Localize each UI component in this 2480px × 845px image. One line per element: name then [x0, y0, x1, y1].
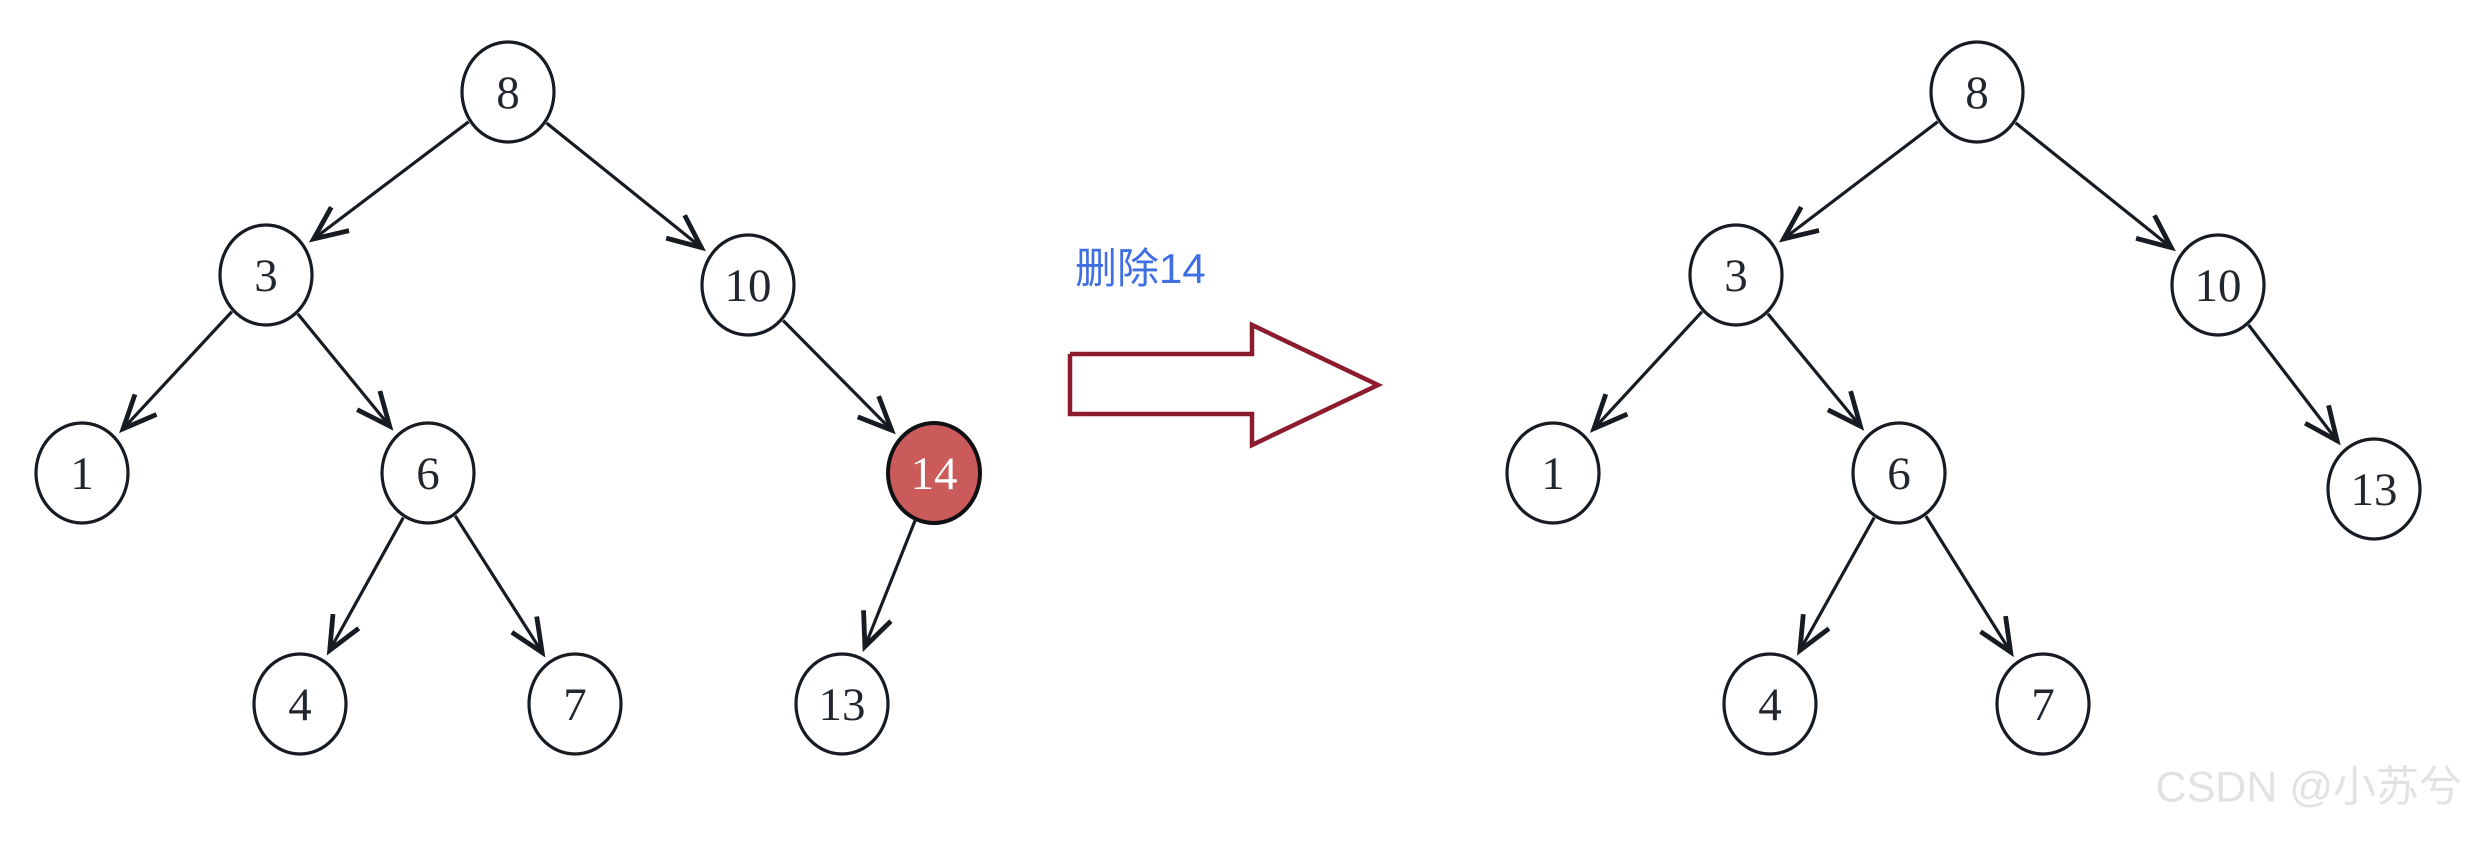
- tree-node-8: 8: [1929, 40, 2025, 144]
- node-circle: [1995, 652, 2091, 756]
- tree-nodes-before: 8 3 10 1 6 14 4 7 13: [34, 40, 982, 756]
- node-value-label: 4: [288, 679, 312, 731]
- tree-node-14: 14: [886, 421, 982, 525]
- delete-action-label: 删除14: [1075, 245, 1206, 292]
- tree-node-1: 1: [34, 421, 130, 525]
- tree-node-8: 8: [460, 40, 556, 144]
- node-value-label: 7: [563, 679, 587, 731]
- node-circle: [252, 652, 348, 756]
- node-circle: [1722, 652, 1818, 756]
- block-arrow-right-icon: [1067, 321, 1384, 449]
- node-value-label: 10: [2195, 260, 2242, 312]
- tree-edge: [296, 312, 389, 425]
- node-circle: [794, 652, 890, 756]
- node-circle: [1851, 421, 1947, 525]
- node-value-label: 6: [1887, 448, 1911, 500]
- node-value-label: 13: [819, 679, 866, 731]
- tree-edge: [2014, 121, 2170, 247]
- tree-edge: [1595, 310, 1704, 428]
- tree-edge: [331, 516, 405, 649]
- tree-edge: [866, 520, 917, 645]
- tree-node-4: 4: [1722, 652, 1818, 756]
- node-circle: [1929, 40, 2025, 144]
- node-value-label: 10: [725, 260, 772, 312]
- node-circle: [2170, 233, 2266, 337]
- tree-edge: [1801, 516, 1876, 650]
- tree-node-3: 3: [1688, 223, 1784, 327]
- tree-node-6: 6: [380, 421, 476, 525]
- node-value-label: 7: [2031, 679, 2055, 731]
- tree-edge: [1785, 120, 1939, 238]
- tree-edge: [124, 310, 234, 428]
- node-circle: [34, 421, 130, 525]
- tree-panel-before: 8 3 10 1 6 14 4 7 13: [34, 40, 982, 756]
- tree-node-3: 3: [218, 223, 314, 327]
- node-circle-highlighted: [886, 421, 982, 525]
- node-circle: [2326, 437, 2422, 541]
- tree-edge: [453, 514, 541, 651]
- node-circle: [1505, 421, 1601, 525]
- watermark-label: CSDN @小苏兮: [2156, 763, 2462, 811]
- tree-node-6: 6: [1851, 421, 1947, 525]
- tree-edge: [781, 319, 890, 430]
- tree-node-7: 7: [1995, 652, 2091, 756]
- node-value-label: 8: [1965, 67, 1989, 119]
- node-circle: [1688, 223, 1784, 327]
- transition-annotation: 删除14: [1067, 245, 1384, 449]
- tree-nodes-after: 8 3 10 1 6 13 4 7: [1505, 40, 2422, 756]
- tree-edge: [1766, 312, 1860, 425]
- tree-node-10: 10: [700, 233, 796, 337]
- node-value-label: 4: [1758, 679, 1782, 731]
- node-value-label: 3: [254, 250, 278, 302]
- tree-edge: [2247, 324, 2337, 439]
- tree-node-7: 7: [527, 652, 623, 756]
- node-circle: [700, 233, 796, 337]
- node-circle: [527, 652, 623, 756]
- tree-panel-after: 8 3 10 1 6 13 4 7: [1505, 40, 2422, 756]
- tree-edge: [1924, 515, 2010, 651]
- node-circle: [460, 40, 556, 144]
- tree-node-4: 4: [252, 652, 348, 756]
- tree-node-10: 10: [2170, 233, 2266, 337]
- tree-edge: [545, 121, 701, 247]
- node-circle: [218, 223, 314, 327]
- node-value-label: 13: [2351, 464, 2398, 516]
- tree-node-1: 1: [1505, 421, 1601, 525]
- tree-node-13: 13: [2326, 437, 2422, 541]
- tree-edge: [315, 120, 470, 238]
- node-value-label: 8: [496, 67, 520, 119]
- node-circle: [380, 421, 476, 525]
- node-value-label: 14: [911, 448, 958, 500]
- node-value-label: 1: [1541, 448, 1565, 500]
- tree-node-13: 13: [794, 652, 890, 756]
- tree-edges-before: [124, 120, 917, 651]
- node-value-label: 1: [70, 448, 94, 500]
- node-value-label: 6: [416, 448, 440, 500]
- node-value-label: 3: [1724, 250, 1748, 302]
- tree-edges-after: [1595, 120, 2337, 651]
